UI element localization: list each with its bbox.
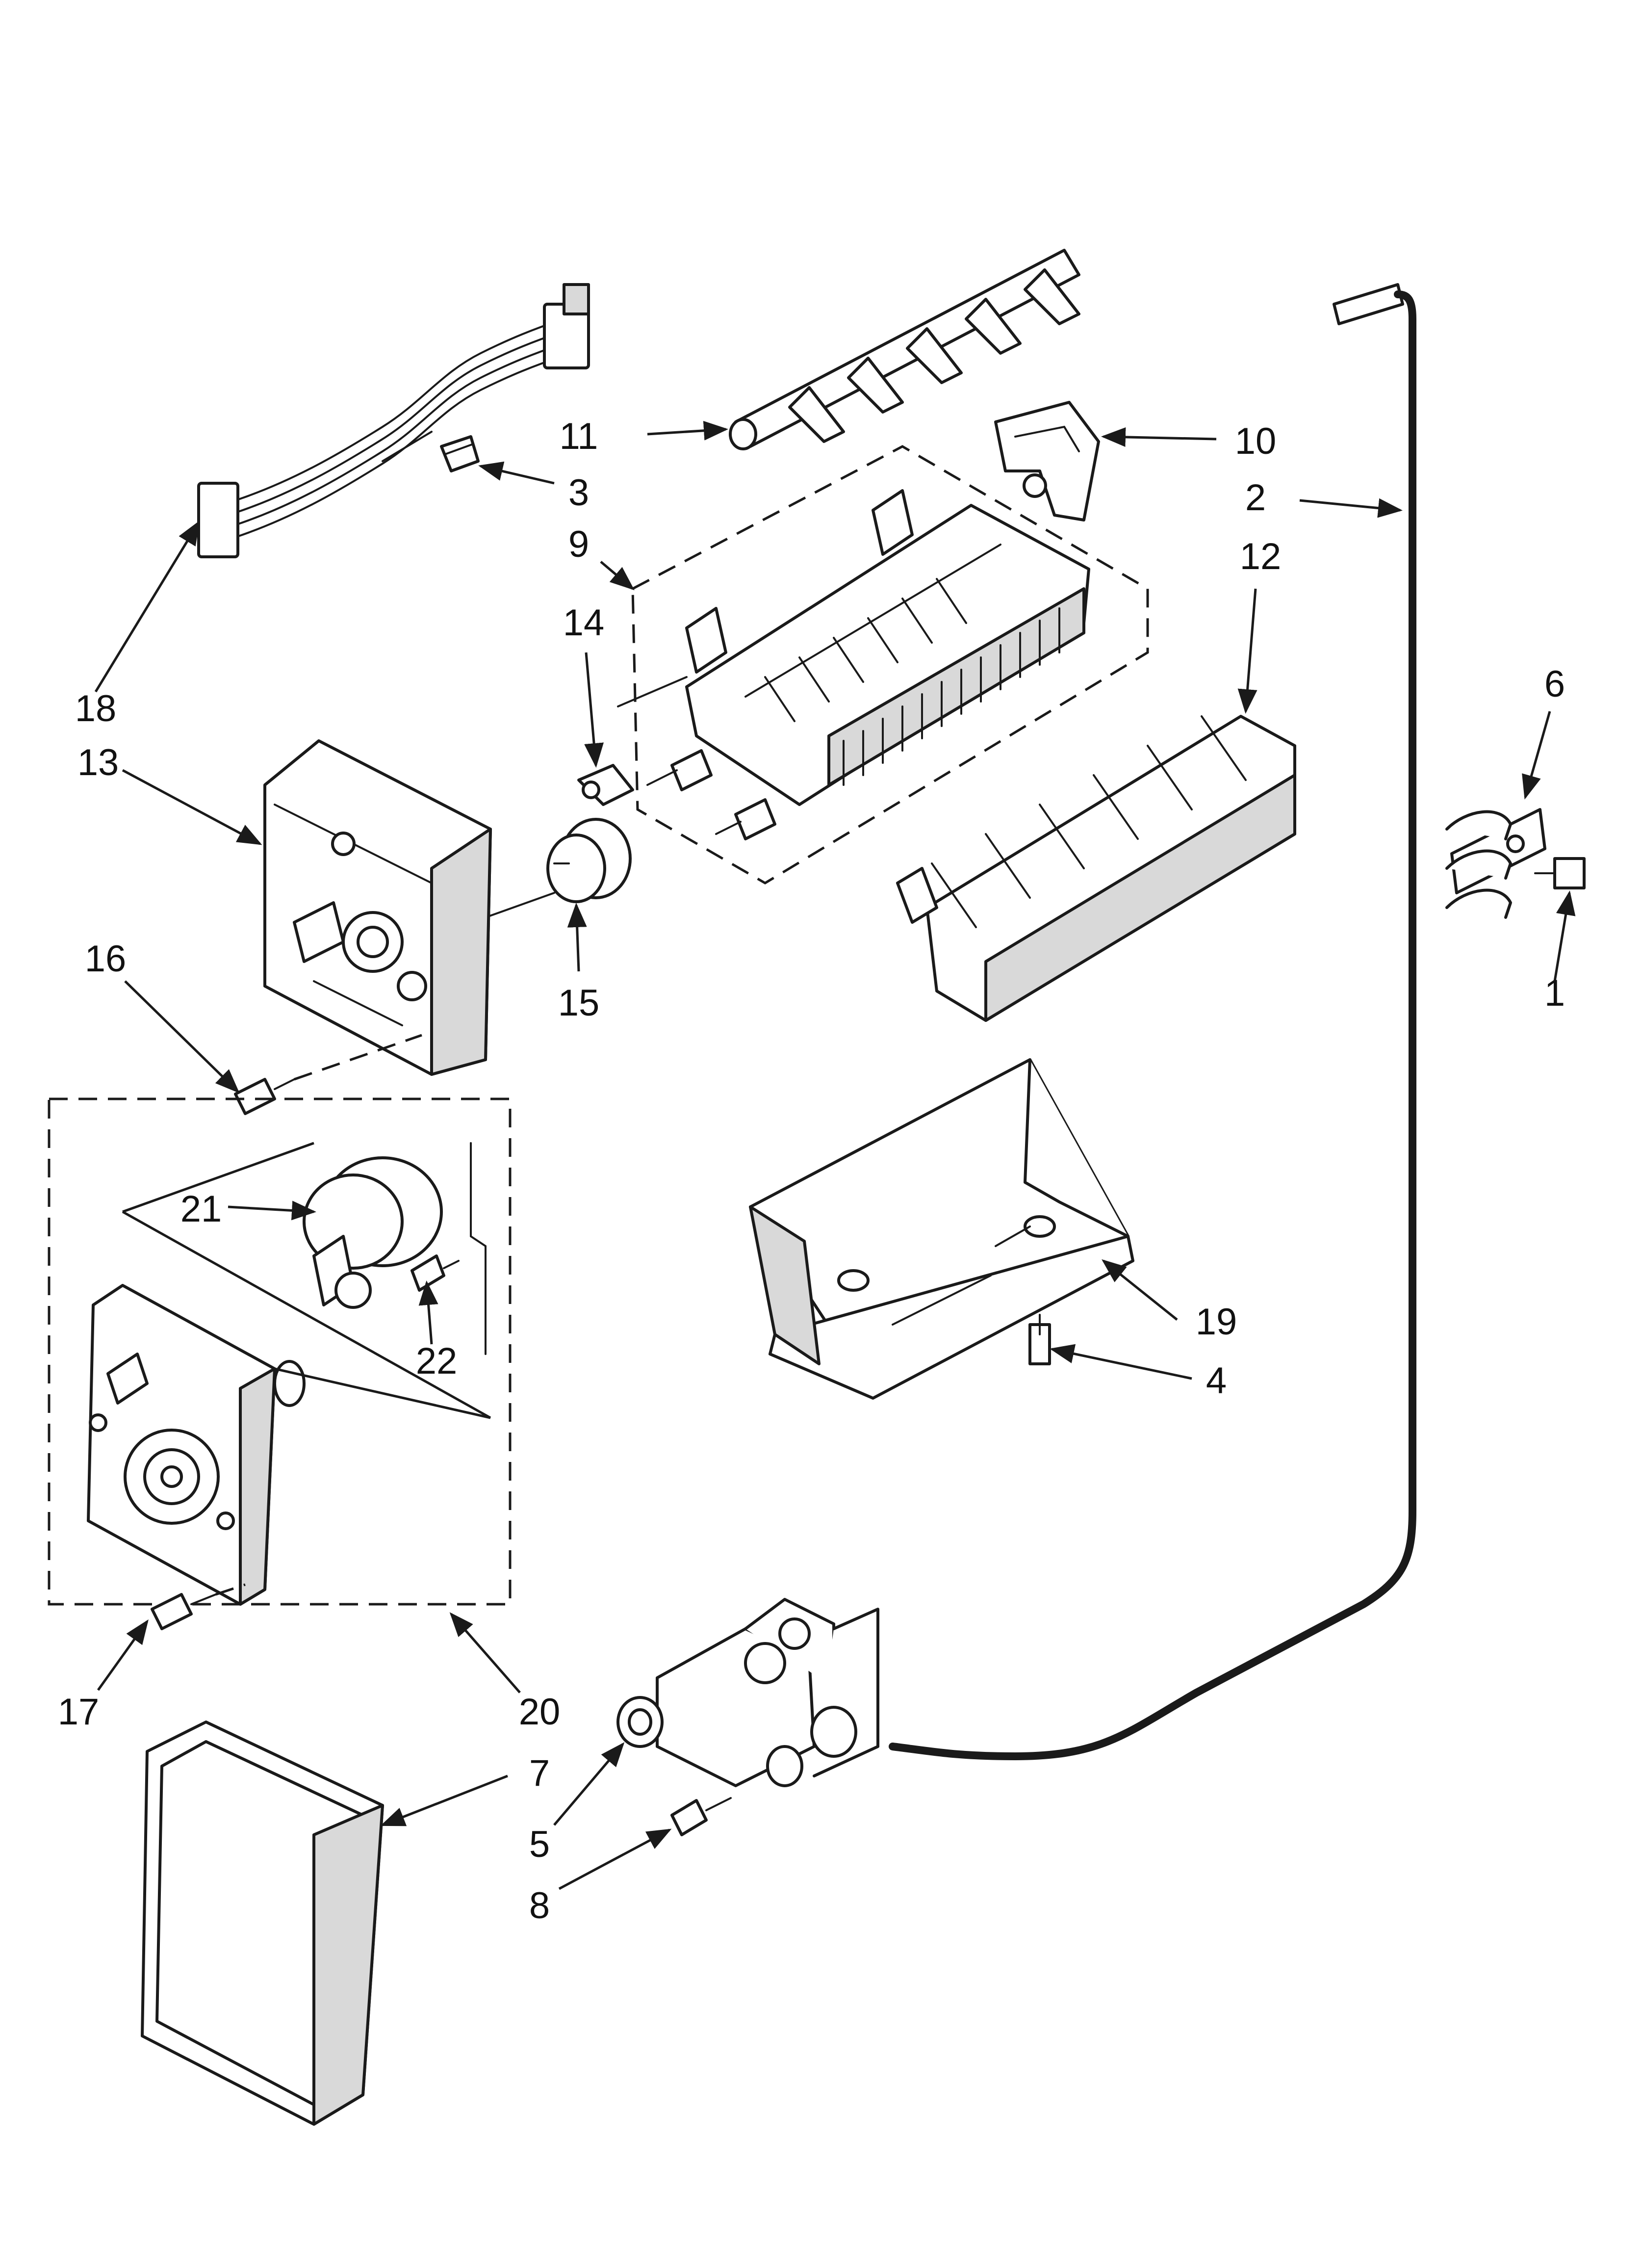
thermostat-clip-part [577, 764, 634, 806]
drive-plate-part [87, 1284, 306, 1606]
callout-11: 11 [560, 416, 598, 457]
callout-12: 12 [1240, 536, 1282, 577]
callout-19: 19 [1196, 1301, 1237, 1343]
callout-20: 20 [519, 1691, 561, 1733]
callout-16: 16 [85, 938, 127, 980]
callout-8: 8 [529, 1885, 550, 1927]
control-housing-part [263, 739, 492, 1076]
leader-lines [94, 420, 1576, 1890]
thermostat-part [485, 818, 632, 918]
water-tube-part [889, 283, 1416, 1761]
clamp-screw-part [1534, 857, 1586, 889]
tray-screw-part [1028, 1314, 1051, 1365]
ejector-part [729, 249, 1080, 450]
assembly-guide-line-top [122, 1142, 491, 1419]
callout-5: 5 [529, 1824, 550, 1865]
harness-clip-part [440, 435, 480, 472]
callout-10: 10 [1235, 420, 1277, 462]
ice-mold-part [617, 489, 1090, 840]
callout-18: 18 [75, 688, 117, 730]
wire-harness-part [197, 283, 590, 558]
callout-17: 17 [58, 1691, 100, 1733]
callout-9: 9 [568, 523, 589, 565]
callout-labels: 11 10 3 2 9 12 14 6 18 13 15 1 16 21 19 … [58, 416, 1565, 1927]
callout-1: 1 [1544, 972, 1565, 1014]
ice-tray-part [749, 1058, 1134, 1400]
motor-assembly-outline [48, 1097, 512, 1606]
callout-15: 15 [558, 982, 600, 1024]
callout-7: 7 [529, 1752, 550, 1794]
callout-22: 22 [416, 1340, 458, 1382]
stripper-bar-part [896, 715, 1296, 1022]
callout-14: 14 [563, 602, 605, 644]
callout-3: 3 [568, 472, 589, 514]
callout-13: 13 [77, 742, 119, 783]
water-valve-part [616, 1598, 879, 1787]
plate-screw-part [151, 1593, 217, 1630]
motor-part [303, 1142, 487, 1355]
ice-maker-assembly-outline [631, 445, 1149, 885]
callout-4: 4 [1206, 1360, 1227, 1402]
bracket-part [994, 401, 1100, 521]
housing-screw-part [234, 1078, 295, 1115]
callout-2: 2 [1245, 477, 1266, 519]
screw-alignment-line [294, 1034, 422, 1081]
valve-screw-part [670, 1797, 732, 1836]
tube-clamp-part [1445, 808, 1546, 919]
callout-6: 6 [1544, 663, 1565, 705]
plate-screw-alignment-line [215, 1583, 246, 1596]
callout-21: 21 [180, 1188, 222, 1230]
motor-screw-part [410, 1254, 460, 1292]
cover-part [141, 1721, 384, 2126]
